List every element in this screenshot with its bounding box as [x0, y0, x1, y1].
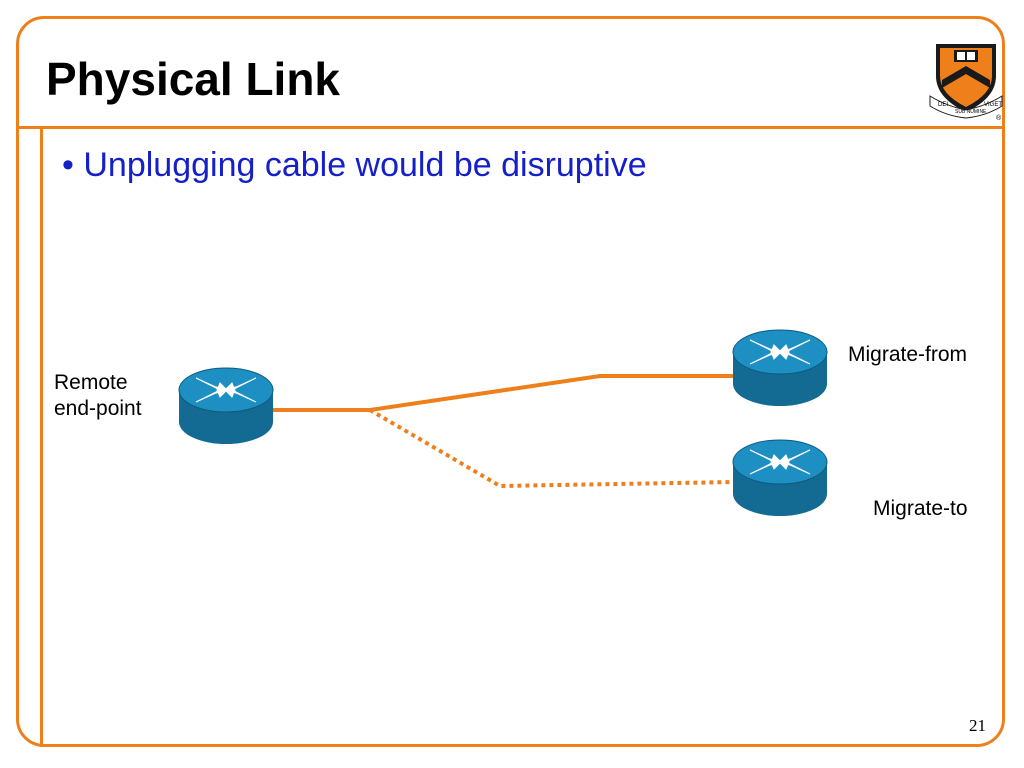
remote-label-line2: end-point: [54, 397, 142, 420]
router-icon-migrate-to: [732, 439, 828, 517]
remote-endpoint-label: Remote end-point: [54, 370, 142, 422]
remote-label-line1: Remote: [54, 371, 128, 394]
link-remote-to-migrate-to: [368, 408, 736, 489]
router-icon-remote: [178, 367, 274, 445]
bullet-text: Unplugging cable would be disruptive: [83, 146, 647, 184]
page-number: 21: [969, 716, 986, 735]
left-margin-rule: [40, 126, 43, 747]
migrate-to-label: Migrate-to: [873, 497, 968, 520]
slide-title: Physical Link: [46, 53, 341, 105]
university-shield-logo: DEI SUB NUMINE VIGET ®: [929, 44, 1003, 122]
router-icon-migrate-from: [732, 329, 828, 407]
slide-frame: [16, 16, 1005, 747]
registered-mark: ®: [996, 114, 1002, 122]
migrate-from-label: Migrate-from: [848, 343, 968, 366]
link-remote-to-migrate-from: [273, 374, 735, 412]
logo-motto-left: DEI: [938, 102, 948, 108]
logo-motto-right: VIGET: [984, 102, 1002, 108]
logo-motto-mid: SUB NUMINE: [955, 109, 987, 115]
title-divider: [16, 126, 1005, 129]
bullet-item: • Unplugging cable would be disruptive: [62, 146, 647, 184]
